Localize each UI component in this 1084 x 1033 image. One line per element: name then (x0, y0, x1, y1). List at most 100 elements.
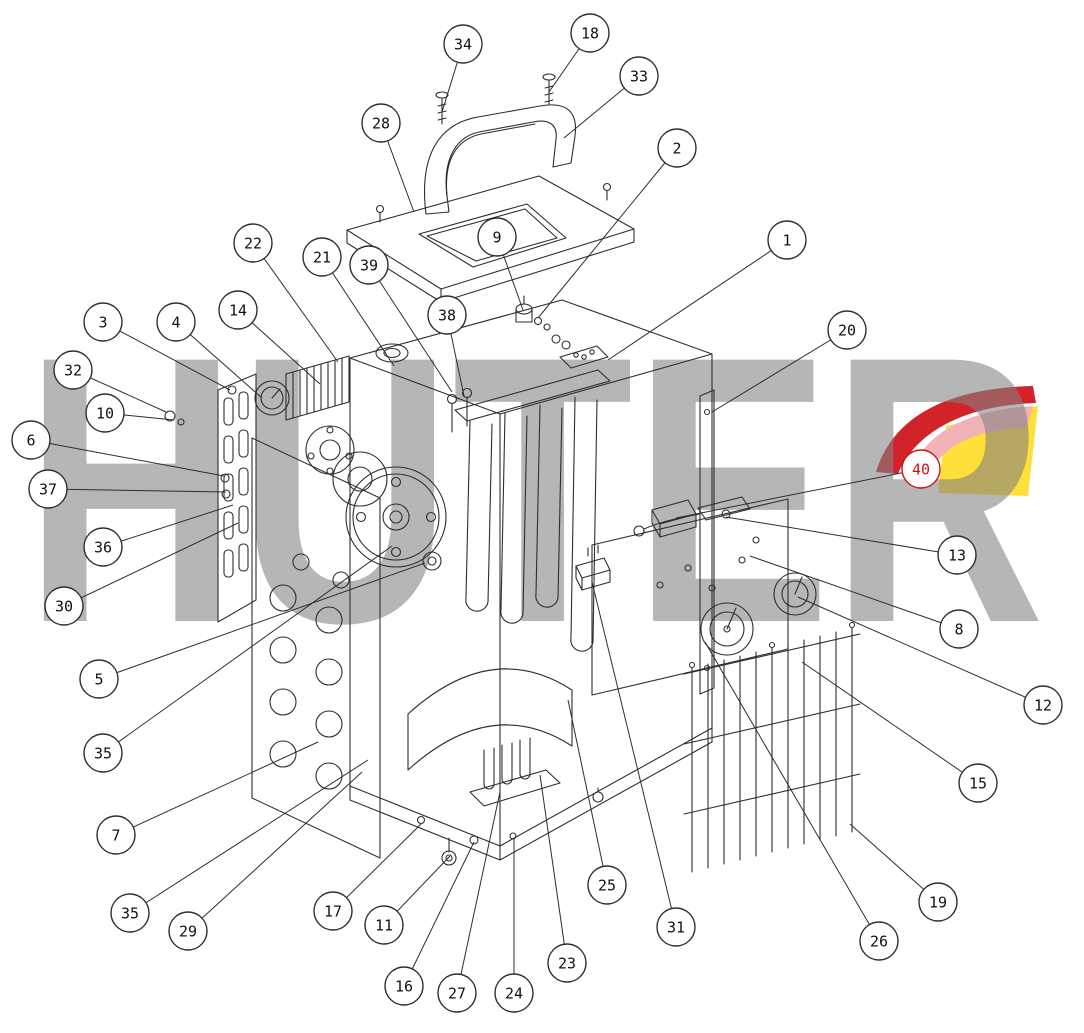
callout-circle (96, 815, 136, 855)
callout-balloon-2: 2 (657, 128, 697, 168)
callout-circle (859, 921, 899, 961)
callout-number: 11 (375, 917, 393, 935)
callout-circle (657, 128, 697, 168)
callout-circle (11, 420, 51, 460)
top-face-parts (446, 295, 609, 433)
callout-circle (218, 290, 258, 330)
brand-logo-swoosh (876, 386, 1038, 496)
callout-circle (918, 882, 958, 922)
callout-balloon-39: 39 (349, 245, 389, 285)
callout-balloon-32: 32 (53, 350, 93, 390)
callout-circle (494, 973, 534, 1013)
callout-leader-line (749, 555, 960, 630)
callout-circle (547, 943, 587, 983)
callout-number: 5 (94, 671, 103, 689)
callout-number: 21 (313, 249, 331, 267)
callout-circle (83, 302, 123, 342)
callout-number: 28 (372, 115, 390, 133)
callout-number: 33 (630, 68, 648, 86)
callout-leader-line (102, 504, 234, 548)
callout-leader-line (129, 759, 369, 914)
thermostat-dial (164, 380, 290, 499)
callout-leader-line (30, 439, 225, 477)
callout-number: 26 (870, 933, 888, 951)
callout-leader-line (711, 329, 848, 413)
callout-balloon-33: 33 (619, 56, 659, 96)
callout-leader-line (591, 581, 677, 928)
callout-leader-line (102, 321, 231, 391)
callout-balloon-38: 38 (427, 295, 467, 335)
callout-circle (384, 966, 424, 1006)
callout-balloon-25: 25 (587, 865, 627, 905)
callout-circle (83, 733, 123, 773)
callout-circle (827, 310, 867, 350)
callout-leader-line (725, 516, 958, 556)
logo-pink-sheet (908, 406, 1033, 482)
callout-circle (361, 103, 401, 143)
callout-circle (79, 659, 119, 699)
callout-balloon-19: 19 (918, 882, 958, 922)
callout-number: 7 (111, 827, 120, 845)
callout-number: 34 (454, 36, 472, 54)
callout-balloon-24: 24 (494, 973, 534, 1013)
callout-number: 14 (229, 302, 247, 320)
callout-circle (1023, 685, 1063, 725)
callout-circle (53, 350, 93, 390)
callout-circle (767, 220, 807, 260)
callout-leader-line (98, 562, 426, 680)
callout-circle (937, 535, 977, 575)
logo-red-swoosh (876, 386, 1036, 474)
callout-balloon-18: 18 (570, 13, 610, 53)
callout-leader-line (607, 239, 788, 361)
callout-number: 37 (39, 481, 57, 499)
callout-leader-line (115, 741, 319, 836)
callout-leader-line (675, 468, 922, 519)
callout-balloon-26: 26 (859, 921, 899, 961)
callout-number: 3 (98, 314, 107, 332)
callout-number: 16 (395, 978, 413, 996)
right-control-panel (591, 498, 817, 696)
callout-balloon-13: 13 (937, 535, 977, 575)
callout-number: 32 (64, 362, 82, 380)
callout-circle (233, 223, 273, 263)
callout-circle (168, 911, 208, 951)
screw-top-right-icon (542, 73, 556, 105)
callout-circle (619, 56, 659, 96)
connector-block (575, 544, 611, 591)
callout-balloon-16: 16 (384, 966, 424, 1006)
bottom-deflector (407, 668, 573, 771)
callout-balloon-30: 30 (44, 586, 84, 626)
callout-number: 38 (438, 307, 456, 325)
callout-balloon-28: 28 (361, 103, 401, 143)
callout-balloon-5: 5 (79, 659, 119, 699)
callout-leader-line (332, 823, 422, 912)
callout-number: 36 (94, 539, 112, 557)
callout-circle (570, 13, 610, 53)
callout-circle (28, 469, 68, 509)
callout-leader-line (567, 699, 608, 886)
callout-balloon-17: 17 (313, 891, 353, 931)
callout-circle (302, 237, 342, 277)
callout-number: 6 (26, 432, 35, 450)
callout-leaders (30, 32, 1044, 994)
callout-circle (427, 295, 467, 335)
callout-number: 40 (912, 461, 930, 479)
callout-leader-line (63, 522, 239, 607)
callout-balloon-27: 27 (437, 973, 477, 1013)
callout-number: 35 (121, 905, 139, 923)
mounting-bracket (469, 737, 561, 807)
callout-number: 35 (94, 745, 112, 763)
fin-stack (285, 355, 350, 421)
callout-circle (958, 763, 998, 803)
callout-balloon-7: 7 (96, 815, 136, 855)
callout-leader-line (368, 264, 453, 393)
thermostat-assembly (633, 496, 751, 538)
callout-number: 22 (244, 235, 262, 253)
callout-balloon-35: 35 (83, 733, 123, 773)
diagram-linework (164, 73, 861, 873)
callout-leader-line (252, 242, 339, 363)
callout-balloon-34: 34 (443, 24, 483, 64)
callout-circle (313, 891, 353, 931)
